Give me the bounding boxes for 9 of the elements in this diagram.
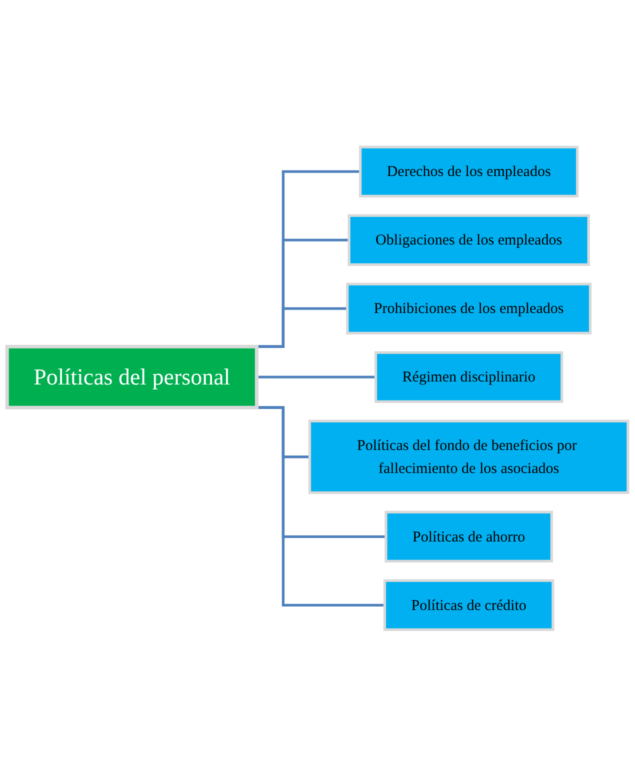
node-box: Políticas del personal <box>5 344 258 410</box>
node-box: Políticas de crédito <box>383 579 554 632</box>
node-box: Prohibiciones de los empleados <box>346 282 592 335</box>
node-box: Políticas de ahorro <box>384 510 553 563</box>
connector <box>256 376 378 379</box>
node-box: Derechos de los empleados <box>359 146 579 198</box>
node-box: Régimen disciplinario <box>374 351 564 404</box>
node-box: Obligaciones de los empleados <box>348 214 590 266</box>
node-box: Políticas del fondo de beneficios por fallecimiento de los asociados <box>308 420 630 494</box>
